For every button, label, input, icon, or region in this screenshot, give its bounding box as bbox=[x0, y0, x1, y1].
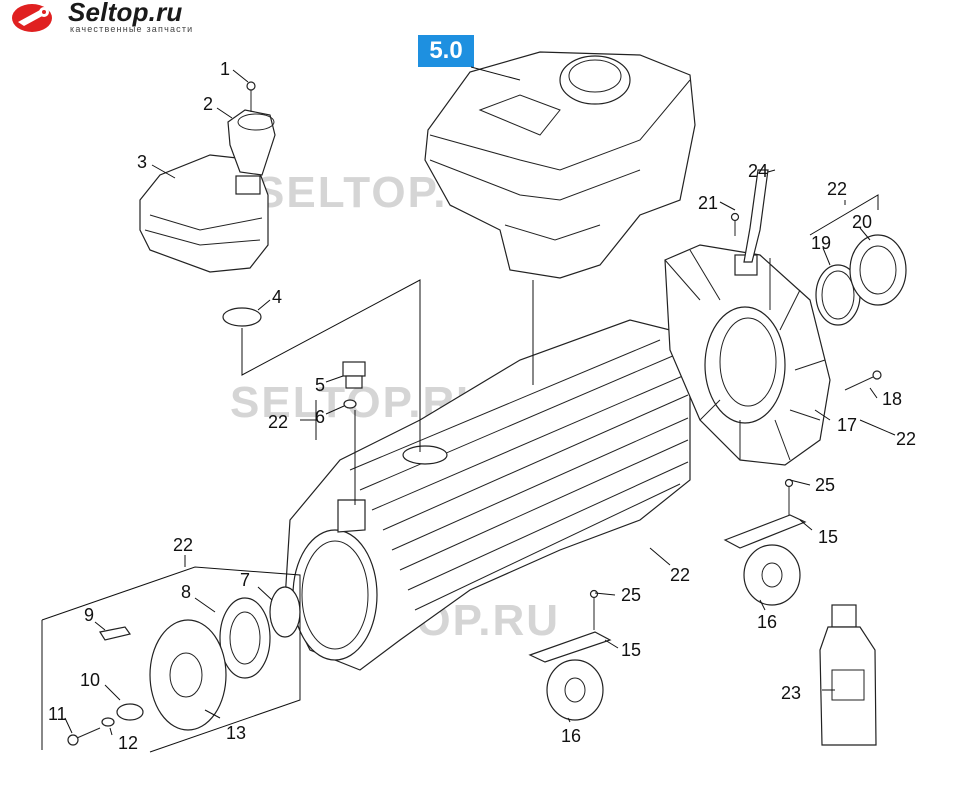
callout-25a: 25 bbox=[815, 475, 835, 495]
housing-part bbox=[284, 319, 691, 671]
plug-part bbox=[342, 361, 366, 409]
bolt-part bbox=[67, 727, 101, 746]
assembly-ref-badge: 5.0 bbox=[418, 35, 474, 67]
callout-16b: 16 bbox=[561, 726, 581, 746]
callout-2: 2 bbox=[203, 94, 213, 114]
callout-6: 6 bbox=[315, 407, 325, 427]
callout-22e: 22 bbox=[173, 535, 193, 555]
callout-3: 3 bbox=[137, 152, 147, 172]
callout-16a: 16 bbox=[757, 612, 777, 632]
callout-labels: 1 2 3 4 5 6 7 8 9 10 11 12 13 15 15 16 1… bbox=[48, 59, 916, 753]
callout-23: 23 bbox=[781, 683, 801, 703]
bearing-part bbox=[219, 586, 301, 679]
bolt-part bbox=[844, 370, 882, 391]
callout-22c: 22 bbox=[896, 429, 916, 449]
brand-tagline: качественные запчасти bbox=[70, 24, 194, 34]
callout-1: 1 bbox=[220, 59, 230, 79]
callout-22d: 22 bbox=[670, 565, 690, 585]
callout-22a: 22 bbox=[827, 179, 847, 199]
flange-part bbox=[664, 244, 831, 466]
callout-4: 4 bbox=[272, 287, 282, 307]
oil-bottle-part bbox=[819, 604, 877, 746]
callout-11: 11 bbox=[48, 704, 67, 724]
key-part bbox=[99, 626, 132, 641]
o-ring-part bbox=[222, 307, 262, 327]
support-plate-part bbox=[528, 514, 807, 721]
oil-tank-part bbox=[424, 51, 696, 279]
bearing-part bbox=[815, 234, 907, 326]
cover-part bbox=[139, 154, 269, 273]
screw-part bbox=[589, 478, 794, 630]
washer-part bbox=[101, 717, 115, 727]
callout-5: 5 bbox=[315, 375, 325, 395]
hose-part bbox=[743, 169, 769, 263]
callout-10: 10 bbox=[80, 670, 100, 690]
leader-lines bbox=[41, 66, 896, 753]
washer-part bbox=[116, 703, 144, 721]
callout-7: 7 bbox=[240, 570, 250, 590]
callout-15a: 15 bbox=[818, 527, 838, 547]
callout-21: 21 bbox=[698, 193, 718, 213]
wrench-logo-icon bbox=[12, 4, 52, 32]
callout-19: 19 bbox=[811, 233, 831, 253]
brand-logo[interactable]: Seltop.ru качественные запчасти bbox=[4, 0, 264, 36]
callout-24: 24 bbox=[748, 161, 768, 181]
cap-part bbox=[227, 109, 276, 176]
screw-part bbox=[246, 81, 256, 112]
callout-13: 13 bbox=[226, 723, 246, 743]
brand-name: Seltop.ru bbox=[68, 0, 183, 27]
callout-22b: 22 bbox=[268, 412, 288, 432]
callout-9: 9 bbox=[84, 605, 94, 625]
callout-8: 8 bbox=[181, 582, 191, 602]
screw-part bbox=[730, 212, 740, 236]
callout-25b: 25 bbox=[621, 585, 641, 605]
callout-15b: 15 bbox=[621, 640, 641, 660]
callout-20: 20 bbox=[852, 212, 872, 232]
callout-12: 12 bbox=[118, 733, 138, 753]
callout-18: 18 bbox=[882, 389, 902, 409]
callout-17: 17 bbox=[837, 415, 857, 435]
pulley-part bbox=[149, 619, 227, 731]
